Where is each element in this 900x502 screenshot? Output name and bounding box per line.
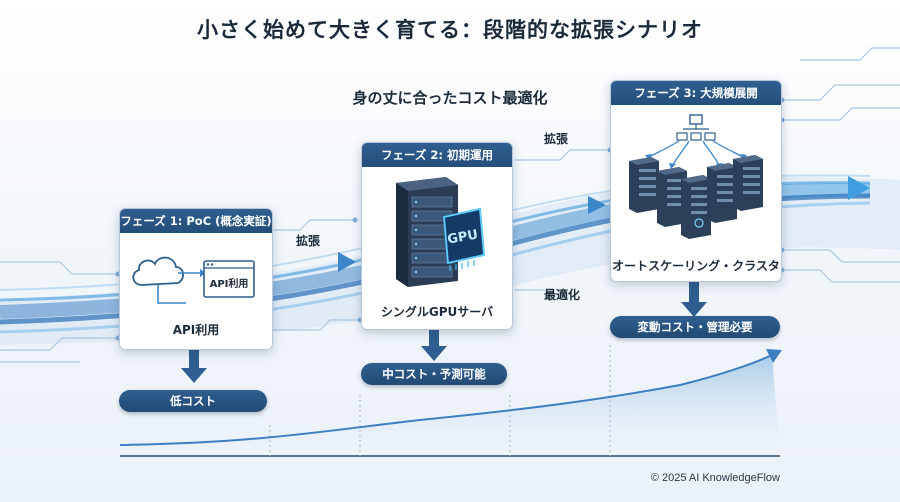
phase-1-card: フェーズ 1: PoC (概念実証) API利用 API利用: [119, 208, 273, 350]
phase-3-caption: オートスケーリング・クラスタ: [612, 259, 780, 273]
phase-2-caption: シングルGPUサーバ: [380, 305, 494, 319]
api-window-label: API利用: [210, 277, 249, 290]
cluster-servers: [629, 155, 763, 239]
cloud-api-icon: API利用: [132, 256, 255, 304]
server-cluster-icon: [629, 114, 763, 239]
page-title: 小さく始めて大きく育てる：段階的な拡張シナリオ: [197, 18, 703, 42]
gpu-server-icon: GPU: [396, 177, 486, 287]
optimize-label: 最適化: [544, 288, 581, 302]
gpu-chip-label: GPU: [446, 227, 479, 247]
expand-label-1: 拡張: [296, 234, 321, 248]
phase-1-cost-badge: 低コスト: [119, 390, 267, 412]
phase-2-header: フェーズ 2: 初期運用: [362, 143, 512, 167]
expand-label-2: 拡張: [544, 132, 569, 146]
phase-3-card: フェーズ 3: 大規模展開: [610, 80, 782, 282]
copyright-footer: © 2025 AI KnowledgeFlow: [650, 472, 780, 484]
phase-2-card: フェーズ 2: 初期運用 GPU シングルGPUサーバ: [361, 142, 513, 330]
phase-3-header: フェーズ 3: 大規模展開: [611, 81, 781, 105]
phase-3-cost-badge: 変動コスト・管理必要: [610, 316, 780, 338]
page-subtitle: 身の丈に合ったコスト最適化: [352, 89, 548, 107]
phase-1-caption: API利用: [172, 323, 220, 337]
phase-1-header: フェーズ 1: PoC (概念実証): [120, 209, 272, 233]
phase-2-cost-badge: 中コスト・予測可能: [361, 363, 507, 385]
